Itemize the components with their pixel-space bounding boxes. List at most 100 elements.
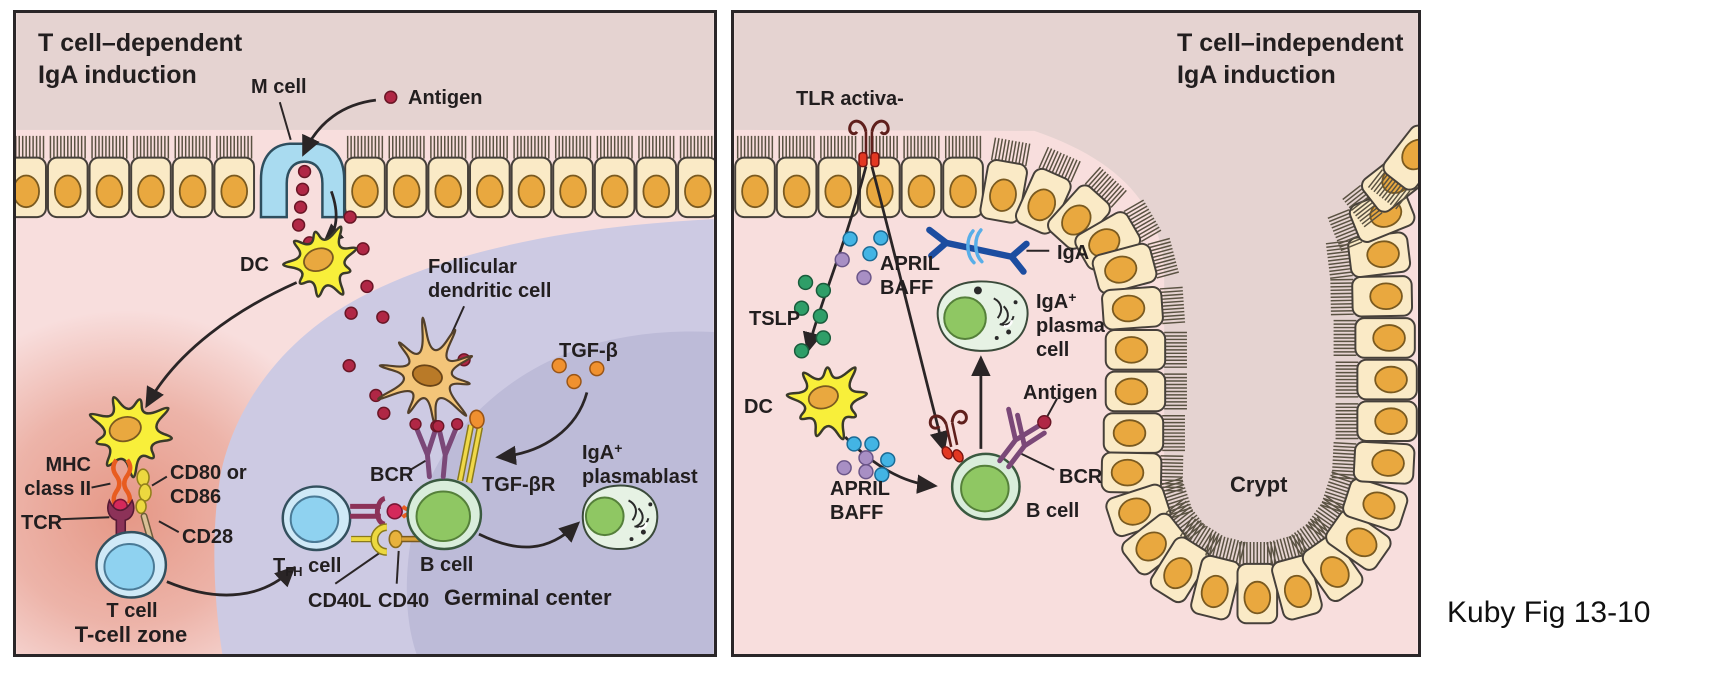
dc-label: DC — [744, 396, 773, 418]
crypt-label: Crypt — [1230, 472, 1288, 497]
left-title-line2: IgA induction — [38, 61, 197, 89]
cd80-label-line2: CD86 — [170, 486, 222, 508]
epithelial-cell — [1047, 166, 1127, 250]
tfh-pre: T — [273, 555, 286, 577]
epithelial-cell — [46, 135, 89, 219]
plasma-cell-shape — [936, 280, 1029, 352]
epithelial-cell — [16, 135, 47, 219]
plasmablast-word: plasmablast — [582, 466, 698, 488]
april-baff-dots-top — [834, 230, 889, 286]
follicular-dendritic-cell-icon — [377, 316, 474, 426]
plasma-word: plasma — [1036, 315, 1105, 337]
epithelial-cell — [1149, 516, 1223, 604]
cd80-label-line1: CD80 or — [170, 462, 247, 484]
m-cell-label: M cell — [251, 76, 307, 98]
b-cell-label: B cell — [420, 554, 474, 576]
cell-word: cell — [1036, 339, 1070, 361]
right-panel-illustration — [734, 13, 1418, 654]
antigen-label: Antigen — [408, 87, 483, 109]
t-cell-shape — [95, 530, 168, 599]
bcr-icon — [414, 425, 459, 480]
iga-superscript: + — [614, 440, 623, 456]
tslp-label: TSLP — [749, 308, 801, 330]
epithelial-cell — [775, 135, 818, 219]
dc-bottom-icon — [88, 396, 173, 479]
plasmablast-shape — [581, 484, 659, 550]
follicular-dc-label: Follicular dendritic cell — [428, 255, 551, 303]
label-pointer-lines — [1021, 249, 1059, 471]
epithelial-cell — [171, 135, 214, 219]
april-baff-dots-bottom — [836, 436, 896, 483]
april-top-line1: APRIL — [880, 253, 940, 275]
april-bottom-line2: BAFF — [830, 502, 884, 524]
cd40-label: CD40 — [378, 590, 430, 612]
b-cell-shape — [950, 452, 1021, 521]
tslp-dots — [793, 274, 832, 359]
plasmablast-label: IgA+ plasmablast — [582, 436, 698, 489]
april-baff-bottom-label: APRIL BAFF — [830, 477, 890, 525]
epithelial-cell — [1102, 412, 1185, 454]
figure-caption: Kuby Fig 13-10 — [1447, 596, 1651, 629]
cd40l-label: CD40L — [308, 590, 372, 612]
epithelial-cell — [344, 135, 386, 219]
mhc-label-line1: MHC — [45, 454, 91, 476]
gut-lumen — [16, 13, 714, 130]
germinal-center-label: Germinal center — [444, 585, 612, 610]
cd28-label: CD28 — [182, 526, 234, 548]
panel-t-cell-independent: T cell–independent IgA induction TLR act… — [731, 10, 1421, 657]
bcr-icon — [997, 406, 1047, 470]
right-panel-title: T cell–independent IgA induction — [1177, 27, 1403, 91]
epithelial-cell — [1335, 358, 1418, 401]
tgf-beta-receptor-label: TGF-βR — [482, 474, 556, 496]
right-title-line2: IgA induction — [1177, 61, 1336, 89]
epithelial-cell — [1100, 451, 1184, 494]
mhc-label-line2: class II — [24, 478, 91, 500]
tgf-beta-receptor-icon — [456, 409, 485, 484]
dc-icon — [785, 366, 868, 441]
epithelium-row — [734, 124, 1418, 625]
tlr-icon — [848, 119, 890, 168]
fdc-label-line2: dendritic cell — [428, 280, 552, 302]
bcr-label: BCR — [370, 464, 414, 486]
epithelial-cell — [1333, 317, 1416, 359]
m-cell-shape — [259, 142, 346, 219]
epithelial-cell — [552, 135, 594, 219]
dc-label: DC — [240, 254, 269, 276]
epithelial-cell — [1236, 542, 1279, 625]
mhc-class-ii-label: MHC class II — [21, 453, 91, 501]
tcr-label: TCR — [21, 512, 63, 534]
tgf-beta-label: TGF-β — [559, 340, 618, 362]
cd80-cd86-label: CD80 or CD86 — [170, 461, 247, 509]
left-title-line1: T cell–dependent — [38, 29, 243, 57]
t-cell-label: T cell — [106, 600, 158, 622]
panel-t-cell-dependent: T cell–dependent IgA induction M cell An… — [13, 10, 717, 657]
left-panel-illustration — [16, 13, 714, 654]
april-top-line2: BAFF — [880, 277, 934, 299]
bcr-label: BCR — [1059, 466, 1103, 488]
left-panel-title: T cell–dependent IgA induction — [38, 27, 242, 91]
iga-base: IgA — [582, 442, 615, 464]
epithelial-cell — [1367, 124, 1418, 210]
epithelial-cell — [900, 135, 943, 219]
b-cell-shape — [406, 478, 483, 551]
epithelial-cell — [1330, 275, 1414, 318]
iga-label: IgA — [1057, 242, 1090, 264]
antigen-label: Antigen — [1023, 382, 1098, 404]
epithelial-cell — [1335, 400, 1418, 442]
iga-plasma-base: IgA — [1036, 291, 1069, 313]
epithelial-cell — [510, 135, 553, 219]
epithelial-cell — [1325, 231, 1412, 279]
iga-plasma-superscript: + — [1068, 289, 1077, 305]
tlr-activation-label: TLR activa- — [796, 88, 904, 110]
epithelial-cell — [593, 135, 636, 219]
flow-arrows — [145, 98, 589, 597]
epithelial-cell — [1101, 286, 1186, 331]
right-title-line1: T cell–independent — [1177, 29, 1404, 57]
epithelial-cell — [427, 135, 470, 219]
epithelial-cell — [1104, 329, 1187, 371]
tfh-cell-label: TFH cell — [273, 554, 341, 584]
epithelial-cell — [942, 135, 984, 219]
epithelial-cell — [469, 135, 511, 219]
tgf-beta-dots — [551, 358, 605, 390]
epithelial-cell — [1104, 370, 1187, 413]
